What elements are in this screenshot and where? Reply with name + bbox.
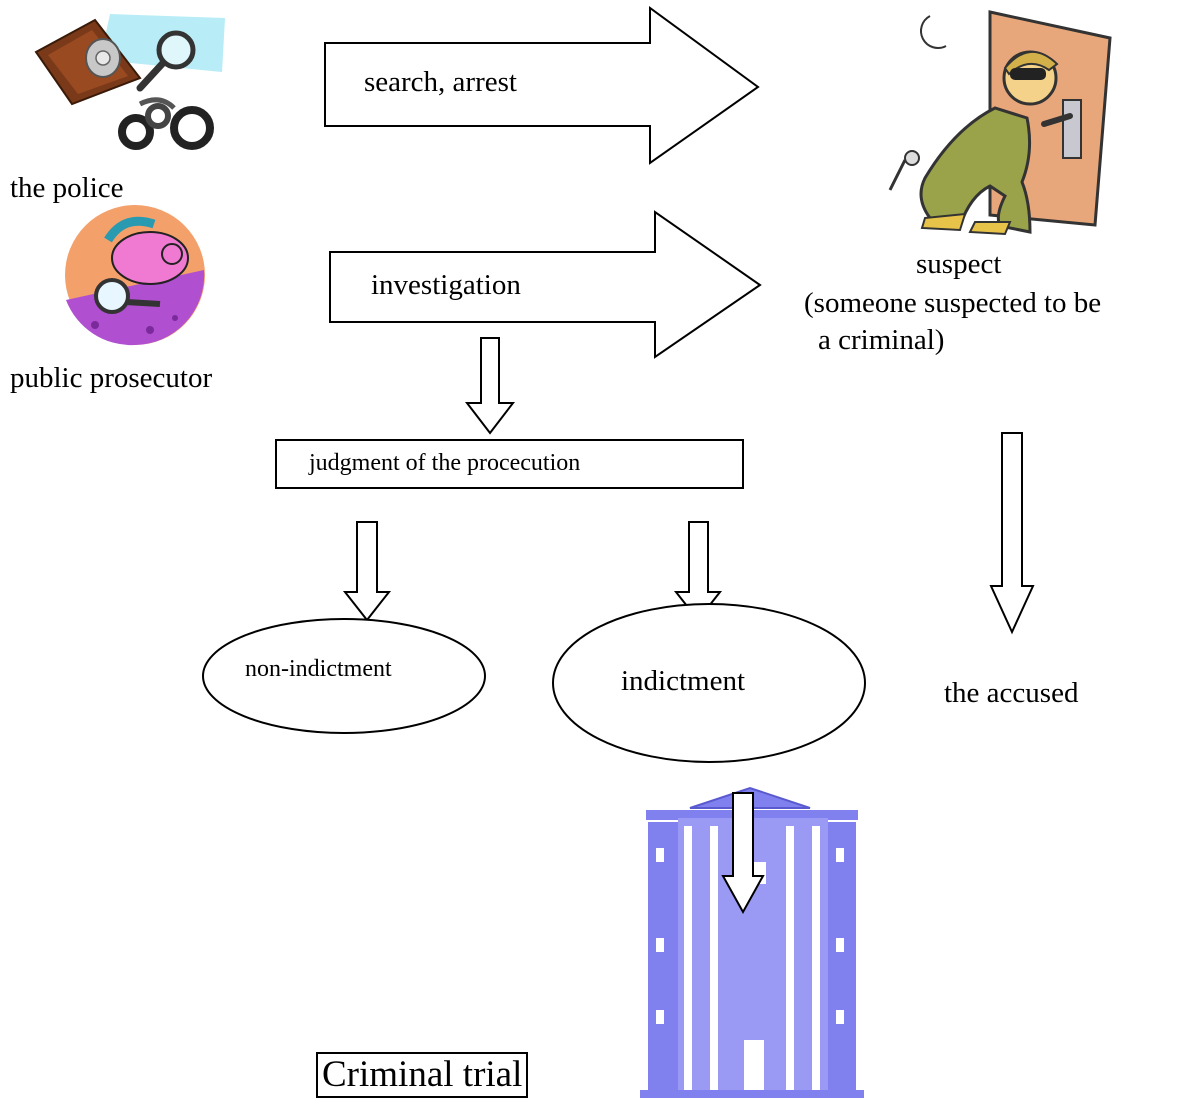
criminal-trial-title: Criminal trial xyxy=(316,1052,529,1098)
down-arrow-to-non-indictment xyxy=(342,521,392,622)
non-indictment-ellipse xyxy=(202,618,486,734)
police-label: the police xyxy=(10,172,124,204)
suspect-description-line1: (someone suspected to be xyxy=(804,287,1102,319)
investigation-arrow-label: investigation xyxy=(371,269,521,301)
investigation-arrow xyxy=(329,210,762,359)
search-arrow-label: search, arrest xyxy=(364,66,517,98)
down-arrow-to-judgment xyxy=(464,337,516,435)
judgment-box xyxy=(275,439,744,489)
search-arrow xyxy=(324,6,760,165)
police-badge-handcuffs-icon xyxy=(34,10,225,150)
accused-label: the accused xyxy=(944,677,1079,709)
indictment-ellipse xyxy=(552,603,866,763)
non-indictment-label: non-indictment xyxy=(245,656,392,682)
prosecutor-magnifier-icon xyxy=(65,205,205,346)
down-arrow-to-trial xyxy=(721,792,765,915)
suspect-description-line2: a criminal) xyxy=(818,324,945,356)
indictment-label: indictment xyxy=(621,665,746,697)
judgment-label: judgment of the procecution xyxy=(309,450,581,476)
down-arrow-to-accused xyxy=(989,432,1035,635)
suspect-label: suspect xyxy=(916,248,1002,280)
burglar-door-icon xyxy=(888,10,1112,236)
prosecutor-label: public prosecutor xyxy=(10,362,213,394)
